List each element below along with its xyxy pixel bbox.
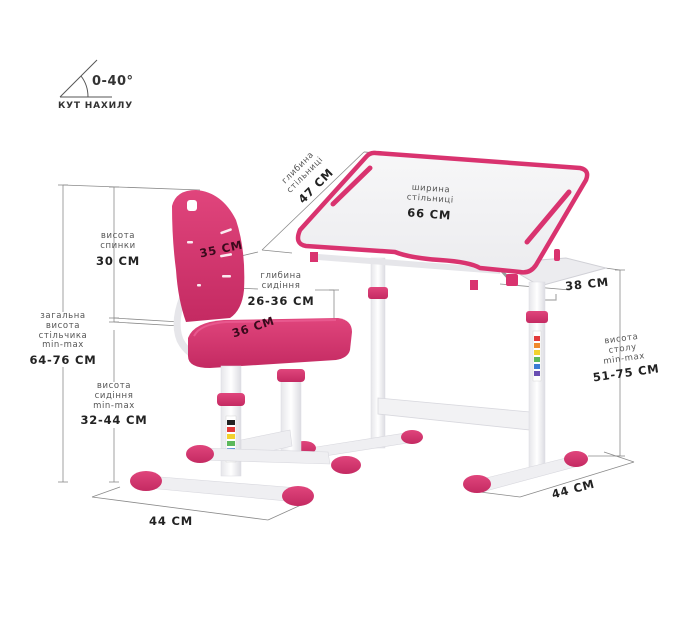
chair-total-height-value: 64-76 СМ bbox=[29, 353, 97, 368]
chair-back-height-label: висота спинки 30 СМ bbox=[90, 231, 146, 268]
chair-total-height-caption-2: висота bbox=[45, 320, 81, 331]
chair-seat-height-caption-2: сидіння bbox=[94, 390, 134, 401]
chair-total-height-caption-1: загальна bbox=[40, 311, 86, 321]
chair-seat-height-label: висота сидіння min-max 32-44 СМ bbox=[80, 381, 148, 428]
desk bbox=[292, 150, 608, 493]
chair-seat-depth-label: глибина сидіння 26-36 СМ bbox=[246, 271, 316, 308]
chair-seat-height-caption-1: висота bbox=[96, 381, 132, 391]
angle-icon bbox=[59, 59, 112, 98]
chair-seat-depth-caption-1: глибина bbox=[260, 271, 302, 281]
chair-total-height-label: загальна висота стільчика min-max 64-76 … bbox=[26, 311, 100, 368]
chair-back-height-value: 30 СМ bbox=[96, 253, 140, 268]
chair bbox=[130, 190, 361, 506]
chair-base-width-value: 44 СМ bbox=[149, 514, 193, 528]
chair-seat-depth-caption-2: сидіння bbox=[261, 280, 301, 291]
height-scale-sticker bbox=[532, 330, 542, 382]
chair-back-height-caption-1: висота bbox=[100, 231, 136, 241]
chair-seat-depth-value: 26-36 СМ bbox=[247, 293, 315, 308]
desk-width-label: ширина стільниці 66 СМ bbox=[384, 182, 476, 224]
tilt-angle-caption: КУТ НАХИЛУ bbox=[58, 101, 133, 111]
tilt-angle-value: 0-40° bbox=[92, 74, 134, 89]
chair-seat-height-value: 32-44 СМ bbox=[80, 413, 148, 428]
chair-total-height-caption-4: min-max bbox=[42, 340, 84, 351]
chair-total-height-caption-3: стільчика bbox=[38, 330, 88, 341]
chair-back-height-caption-2: спинки bbox=[100, 240, 136, 251]
chair-seat-height-caption-3: min-max bbox=[93, 400, 135, 411]
chair-base-width-label: 44 СМ bbox=[146, 512, 196, 528]
